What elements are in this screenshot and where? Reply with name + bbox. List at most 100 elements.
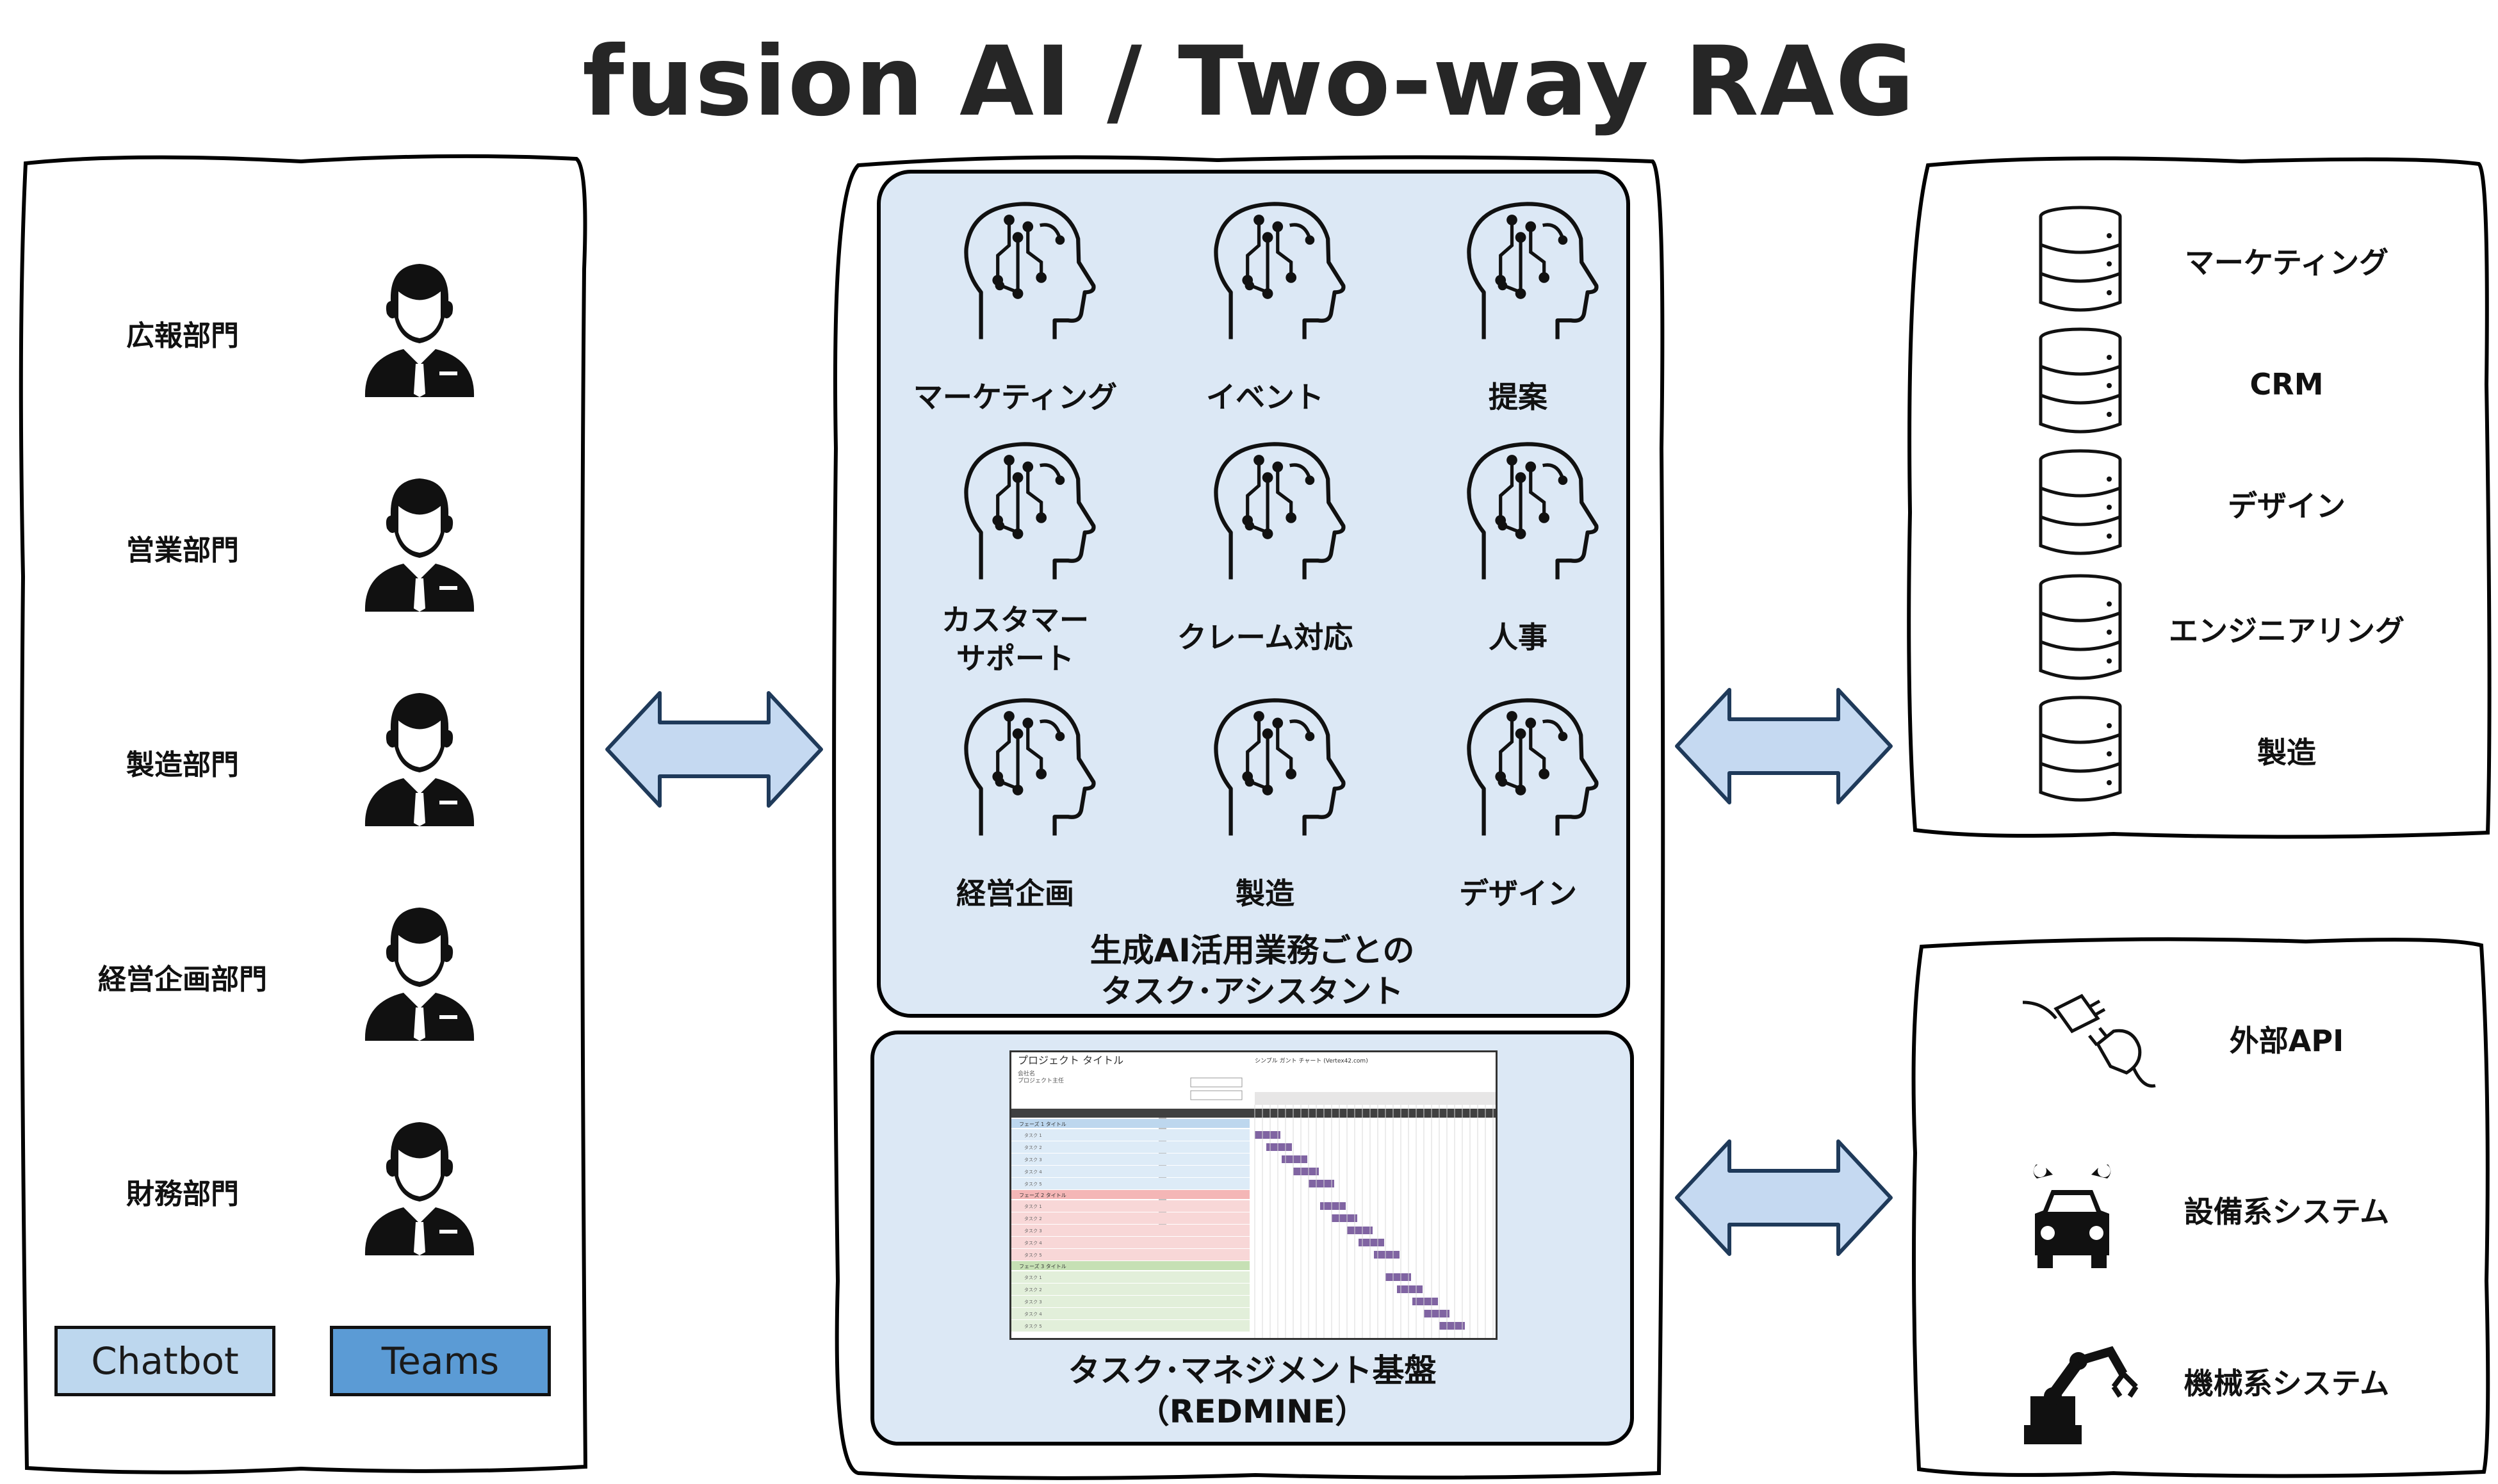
gantt-phase-header xyxy=(1011,1261,1250,1270)
gantt-project-title: プロジェクト タイトル xyxy=(1018,1054,1123,1066)
gantt-task-name: タスク 2 xyxy=(1024,1287,1042,1292)
gantt-task-name: タスク 5 xyxy=(1024,1252,1042,1258)
assistant-label: 経営企画 xyxy=(956,876,1074,911)
ai-head-icon xyxy=(1467,442,1599,580)
ai-head-icon xyxy=(1467,202,1599,339)
external-system-label: 外部API xyxy=(2229,1023,2344,1058)
gantt-bar xyxy=(1255,1131,1280,1139)
assistant-label: 人事 xyxy=(1489,620,1547,655)
ai-head-icon xyxy=(1467,698,1599,836)
task-platform-caption: タスク･マネジメント基盤 （REDMINE） xyxy=(1068,1352,1437,1430)
assistant-label: 提案 xyxy=(1489,380,1547,414)
database-icon xyxy=(2039,574,2122,680)
arrow-assistants-to-datasources xyxy=(1675,688,1893,804)
gantt-drawing: プロジェクト タイトル 会社名 プロジェクト主任 シンプル ガント チャート (… xyxy=(1011,1052,1496,1338)
gantt-task-name: タスク 3 xyxy=(1024,1299,1042,1305)
department-label: 製造部門 xyxy=(126,749,239,781)
gantt-row xyxy=(1011,1178,1250,1189)
ai-head-icon xyxy=(964,202,1096,339)
assistant-label: 製造 xyxy=(1236,876,1294,911)
gantt-row xyxy=(1011,1200,1250,1212)
gantt-row xyxy=(1011,1296,1250,1307)
assistant-label: クレーム対応 xyxy=(1177,620,1353,655)
teams-button[interactable]: Teams xyxy=(330,1326,551,1396)
plug-icon xyxy=(2022,993,2156,1088)
businessman-icon xyxy=(364,908,475,1041)
gantt-row xyxy=(1011,1271,1250,1283)
gantt-row xyxy=(1011,1154,1250,1165)
gantt-task-name: タスク 3 xyxy=(1024,1228,1042,1234)
external-system-label: 設備系システム xyxy=(2184,1195,2390,1229)
gantt-task-name: タスク 4 xyxy=(1024,1311,1042,1317)
gantt-row xyxy=(1011,1237,1250,1248)
gantt-phase-name: フェーズ 1 タイトル xyxy=(1019,1121,1066,1127)
businessman-icon xyxy=(364,693,475,826)
gantt-task-name: タスク 3 xyxy=(1024,1157,1042,1162)
gantt-task-name: タスク 4 xyxy=(1024,1169,1042,1175)
ai-head-icon xyxy=(1214,202,1346,339)
arrow-platform-to-systems xyxy=(1675,1139,1893,1256)
gantt-meta-line: プロジェクト主任 xyxy=(1018,1077,1064,1084)
ai-head-icon xyxy=(1214,698,1346,836)
gantt-task-name: タスク 1 xyxy=(1024,1132,1042,1138)
data-source-label: 製造 xyxy=(2257,735,2316,770)
gantt-row xyxy=(1011,1284,1250,1295)
gantt-task-name: タスク 2 xyxy=(1024,1145,1042,1150)
assistant-label: カスタマー サポート xyxy=(942,603,1089,676)
gantt-bar xyxy=(1385,1273,1411,1281)
gantt-row xyxy=(1011,1141,1250,1153)
gantt-meta-line: 会社名 xyxy=(1018,1070,1035,1077)
gantt-right-title: シンプル ガント チャート (Vertex42.com) xyxy=(1255,1057,1368,1064)
chatbot-button[interactable]: Chatbot xyxy=(54,1326,275,1396)
department-label: 財務部門 xyxy=(126,1178,239,1211)
gantt-bar xyxy=(1347,1227,1373,1234)
gantt-task-name: タスク 5 xyxy=(1024,1181,1042,1187)
gantt-phase-header xyxy=(1011,1190,1250,1199)
data-source-label: CRM xyxy=(2249,367,2324,402)
gantt-row xyxy=(1011,1308,1250,1319)
data-source-label: デザイン xyxy=(2228,489,2346,523)
department-label: 経営企画部門 xyxy=(98,963,267,996)
gantt-row xyxy=(1011,1320,1250,1332)
businessman-icon xyxy=(364,1122,475,1255)
database-icon xyxy=(2039,327,2122,434)
gantt-task-name: タスク 1 xyxy=(1024,1275,1042,1280)
gantt-row xyxy=(1011,1212,1250,1224)
ai-head-icon xyxy=(964,442,1096,580)
gantt-phase-header xyxy=(1011,1119,1250,1128)
gantt-row xyxy=(1011,1166,1250,1177)
database-icon xyxy=(2039,449,2122,555)
gantt-bar xyxy=(1309,1180,1334,1187)
robot-arm-icon xyxy=(2024,1346,2139,1444)
gantt-bar xyxy=(1293,1168,1319,1175)
gantt-bar xyxy=(1439,1322,1465,1330)
gantt-phase-name: フェーズ 2 タイトル xyxy=(1019,1192,1066,1198)
businessman-icon xyxy=(364,264,475,397)
ai-head-icon xyxy=(964,698,1096,836)
assistant-label: イベント xyxy=(1206,380,1324,414)
gantt-row xyxy=(1011,1249,1250,1260)
assistant-label: デザイン xyxy=(1459,876,1577,911)
gantt-task-name: タスク 1 xyxy=(1024,1203,1042,1209)
gantt-chart-thumbnail: プロジェクト タイトル 会社名 プロジェクト主任 シンプル ガント チャート (… xyxy=(1009,1050,1498,1340)
gantt-task-name: タスク 2 xyxy=(1024,1216,1042,1221)
diagram-title: fusion AI / Two-way RAG xyxy=(582,26,1916,138)
arrow-users-to-assistants xyxy=(605,691,823,808)
external-system-label: 機械系システム xyxy=(2184,1366,2390,1401)
gantt-row xyxy=(1011,1129,1250,1141)
car-wrench-icon xyxy=(2033,1164,2111,1268)
data-source-label: エンジニアリング xyxy=(2169,614,2404,648)
gantt-task-name: タスク 5 xyxy=(1024,1323,1042,1329)
gantt-row xyxy=(1011,1225,1250,1236)
gantt-task-name: タスク 4 xyxy=(1024,1240,1042,1246)
database-icon xyxy=(2039,206,2122,312)
ai-head-icon xyxy=(1214,442,1346,580)
gantt-bar xyxy=(1332,1214,1357,1222)
database-icon xyxy=(2039,696,2122,802)
data-source-label: マーケティング xyxy=(2184,245,2389,280)
department-label: 営業部門 xyxy=(126,534,239,567)
assistant-caption: 生成AI活用業務ごとの タスク･アシスタント xyxy=(1090,932,1415,1010)
gantt-bar xyxy=(1424,1310,1449,1317)
assistant-label: マーケティング xyxy=(913,380,1118,414)
gantt-phase-name: フェーズ 3 タイトル xyxy=(1019,1263,1066,1269)
